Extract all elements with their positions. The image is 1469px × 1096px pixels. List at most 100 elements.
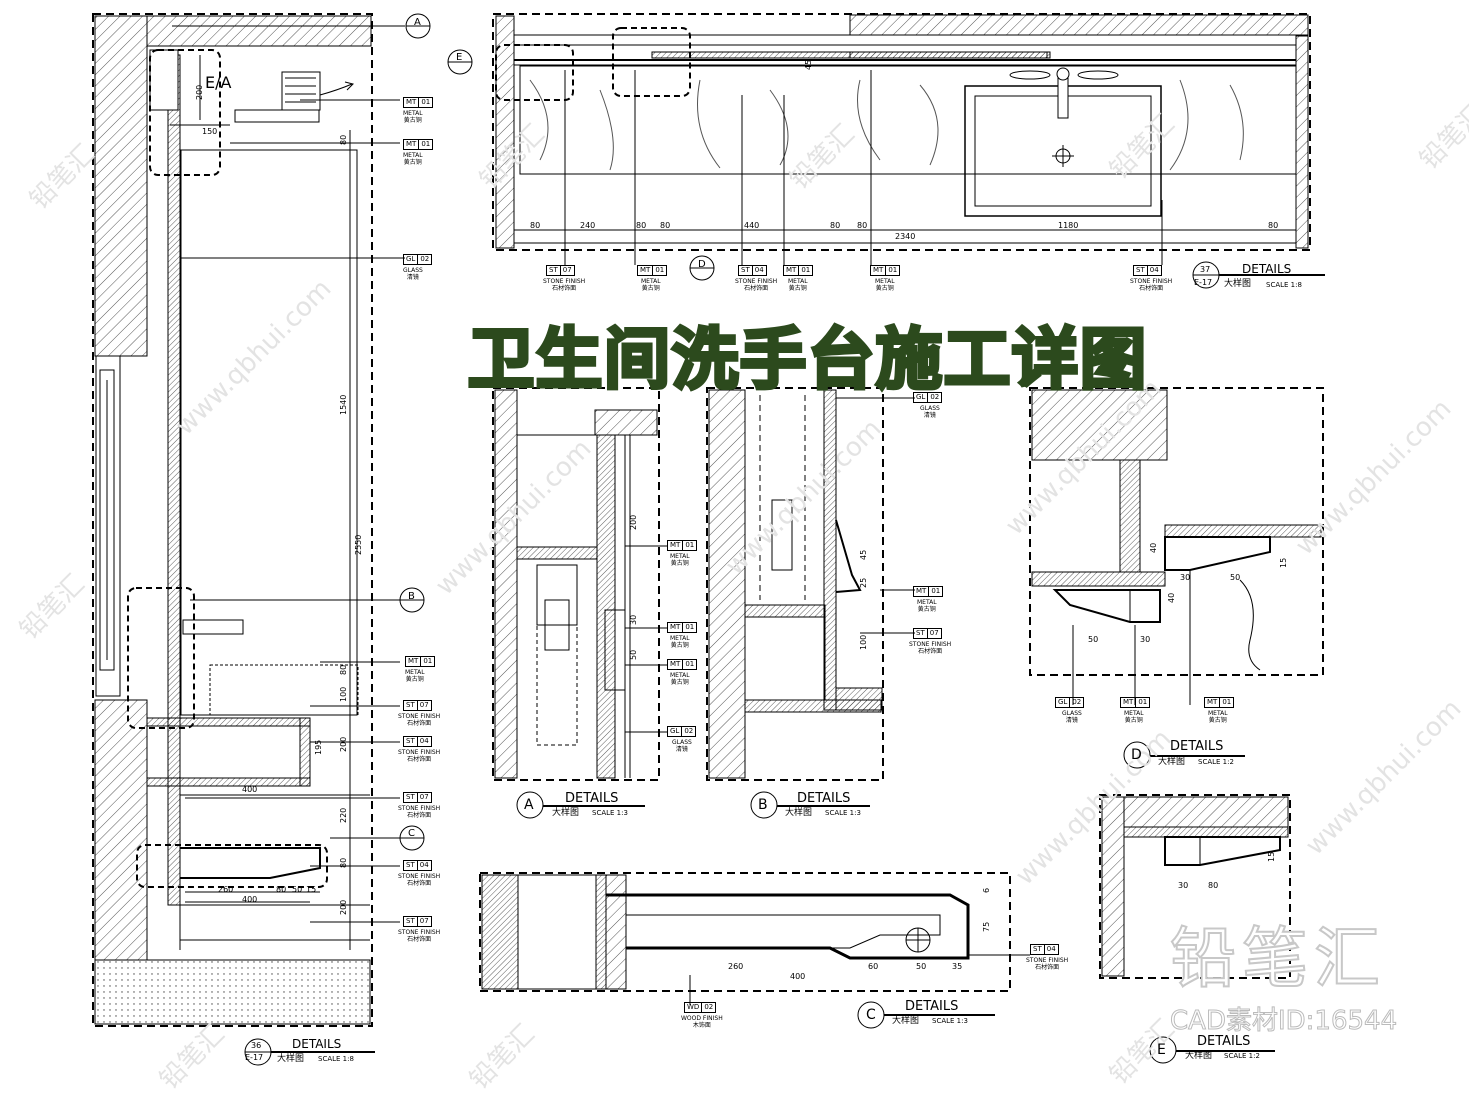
caption-36-sub: 大样图 [277, 1054, 305, 1064]
dim-top: 1180 [1058, 221, 1079, 230]
caption-37-sheet: E-17 [1194, 278, 1213, 287]
page-title: 卫生间洗手台施工详图 [466, 319, 1148, 400]
dim-left: 100 [339, 686, 348, 702]
dim-left: 80 [276, 885, 287, 894]
marker-c: C [408, 828, 415, 839]
dim-c: 6 [982, 887, 991, 893]
dim-top: 440 [744, 221, 760, 230]
dim-left: 200 [195, 84, 204, 100]
caption-36-name: DETAILS [292, 1037, 342, 1051]
caption-36-scale: SCALE 1:8 [318, 1055, 354, 1063]
dim-left: 400 [242, 785, 258, 794]
dim-left: 1540 [339, 394, 348, 415]
caption-c-sub: 大样图 [892, 1016, 920, 1026]
caption-e-name: DETAILS [1197, 1034, 1251, 1049]
dim-top: 240 [580, 221, 596, 230]
detail-c-drawing [479, 872, 1030, 1029]
caption-c-name: DETAILS [905, 999, 959, 1014]
caption-b-name: DETAILS [797, 791, 851, 806]
detail-a-drawing [492, 387, 668, 819]
dim-c: 400 [790, 972, 806, 981]
caption-a-scale: SCALE 1:3 [592, 809, 628, 817]
dim-d: 30 [1140, 635, 1151, 644]
elevation-37 [447, 13, 1325, 289]
dim-left: 260 [218, 885, 234, 894]
dim-top: 2340 [895, 232, 916, 241]
dim-b: 25 [859, 577, 868, 588]
cad-id: CAD素材ID:16544 [1169, 1006, 1398, 1037]
caption-e-num: E [1157, 1042, 1166, 1058]
dim-left: 200 [339, 899, 348, 915]
dim-d: 40 [1149, 542, 1158, 553]
dim-top: 80 [530, 221, 541, 230]
dim-d: 50 [1230, 573, 1241, 582]
brand-logo: 铅笔汇 [1169, 919, 1386, 998]
caption-b-num: B [758, 797, 768, 813]
caption-d-name: DETAILS [1170, 739, 1224, 754]
dim-d: 15 [1279, 557, 1288, 568]
dim-c: 50 [916, 962, 927, 971]
caption-e-sub: 大样图 [1185, 1051, 1213, 1061]
caption-d-num: D [1131, 747, 1142, 763]
dim-left: 80 [339, 664, 348, 675]
caption-37-name: DETAILS [1242, 262, 1292, 276]
dim-a: 50 [629, 649, 638, 660]
dim-left: 15 [306, 885, 317, 894]
dim-left: 220 [339, 807, 348, 823]
caption-37-num: 37 [1200, 265, 1211, 274]
dim-e: 30 [1178, 881, 1189, 890]
dim-e: 80 [1208, 881, 1219, 890]
caption-b-scale: SCALE 1:3 [825, 809, 861, 817]
dim-e: 15 [1267, 851, 1276, 862]
caption-36-num: 36 [251, 1041, 262, 1050]
dim-top: 80 [830, 221, 841, 230]
caption-a-num: A [524, 797, 534, 813]
dim-b: 45 [859, 549, 868, 560]
dim-left: 80 [339, 134, 348, 145]
elevation-36 [92, 13, 431, 1066]
dim-a: 200 [629, 514, 638, 530]
dim-c: 260 [728, 962, 744, 971]
caption-d-scale: SCALE 1:2 [1198, 758, 1234, 766]
dim-left: 50 [292, 885, 303, 894]
marker-d: D [698, 259, 706, 270]
